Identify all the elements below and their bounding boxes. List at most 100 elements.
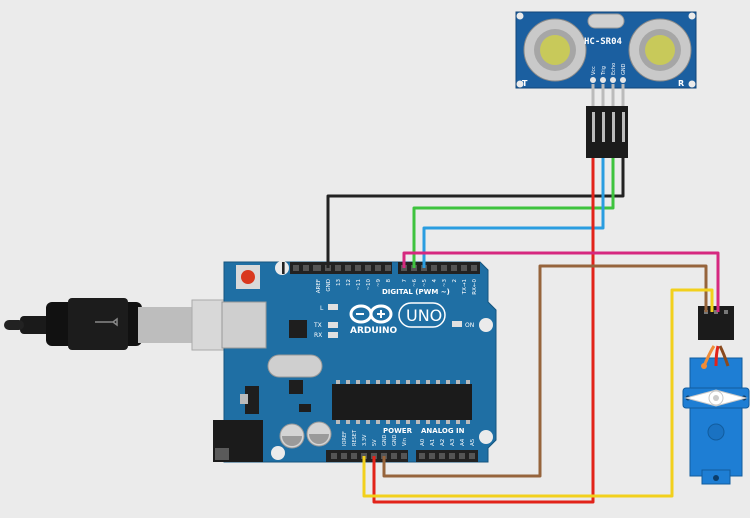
digital-pin[interactable] bbox=[345, 265, 351, 271]
voltage-regulator bbox=[245, 386, 259, 414]
analog-pin[interactable] bbox=[459, 453, 465, 459]
sensor-model-label: HC-SR04 bbox=[584, 37, 623, 47]
reset-button[interactable] bbox=[236, 265, 260, 289]
sensor-crystal bbox=[587, 13, 625, 29]
power-pin-label: RESET bbox=[352, 429, 358, 446]
digital-pin[interactable] bbox=[471, 265, 477, 271]
usb-port bbox=[221, 301, 267, 349]
sensor-pin-label: Vcc bbox=[591, 66, 597, 75]
digital-pin[interactable] bbox=[461, 265, 467, 271]
power-pin-label: GND bbox=[392, 434, 398, 446]
hc-sr04-sensor[interactable]: HC-SR04 T R Vcc Trig Echo GND bbox=[515, 11, 697, 108]
digital-pin[interactable] bbox=[385, 265, 391, 271]
sensor-pin[interactable] bbox=[590, 77, 596, 83]
wire-servo-signal-magenta bbox=[402, 251, 720, 312]
mounting-hole bbox=[271, 446, 285, 460]
l-label: L bbox=[320, 305, 324, 312]
analog-pin[interactable] bbox=[439, 453, 445, 459]
analog-pin-label: A3 bbox=[450, 438, 456, 446]
digital-pin[interactable] bbox=[315, 265, 321, 271]
analog-header bbox=[416, 450, 478, 462]
digital-pin[interactable] bbox=[335, 265, 341, 271]
digital-header-label: DIGITAL (PWM ~) bbox=[382, 288, 450, 296]
small-chip bbox=[289, 380, 303, 394]
sensor-pin[interactable] bbox=[600, 77, 606, 83]
power-pin[interactable] bbox=[331, 453, 337, 459]
digital-pin-label: 8 bbox=[386, 279, 392, 283]
power-pin[interactable] bbox=[401, 453, 407, 459]
analog-pin[interactable] bbox=[469, 453, 475, 459]
led-l bbox=[328, 304, 338, 310]
capacitor bbox=[306, 421, 332, 447]
arduino-uno-board[interactable]: L TX RX ON ARDUINO UNO DIGITAL (PWM ~) P… bbox=[213, 261, 497, 463]
digital-pin-label: 7 bbox=[402, 279, 408, 283]
digital-pin-label: ~6 bbox=[412, 279, 418, 288]
power-pin[interactable] bbox=[351, 453, 357, 459]
analog-pin-label: A2 bbox=[440, 439, 446, 446]
servo-motor[interactable] bbox=[682, 345, 750, 485]
usb-chip bbox=[289, 320, 307, 338]
digital-pin-label: AREF bbox=[316, 279, 322, 293]
crystal-oscillator bbox=[267, 354, 323, 378]
power-pin-label: 3.3V bbox=[362, 434, 368, 446]
power-pin[interactable] bbox=[341, 453, 347, 459]
analog-pin-label: A5 bbox=[470, 438, 476, 446]
mounting-hole bbox=[479, 318, 493, 332]
power-header bbox=[326, 450, 408, 462]
sensor-pins: Vcc Trig Echo GND bbox=[590, 63, 627, 108]
digital-pin[interactable] bbox=[365, 265, 371, 271]
digital-pin[interactable] bbox=[451, 265, 457, 271]
sensor-pin-label: Trig bbox=[601, 66, 607, 76]
analog-pin-label: A0 bbox=[420, 438, 426, 446]
receiver-transducer bbox=[628, 18, 692, 82]
power-pin-label: Vin bbox=[402, 438, 408, 446]
digital-pin-label: ~3 bbox=[442, 279, 448, 288]
atmega-chip bbox=[332, 380, 472, 424]
uno-label: UNO bbox=[406, 306, 442, 325]
sensor-r-mark: R bbox=[678, 79, 684, 88]
led-rx bbox=[328, 332, 338, 338]
power-header-label: POWER bbox=[383, 427, 413, 435]
sensor-pin-label: Echo bbox=[611, 63, 617, 75]
sensor-pin[interactable] bbox=[610, 77, 616, 83]
power-pin[interactable] bbox=[391, 453, 397, 459]
digital-pin[interactable] bbox=[375, 265, 381, 271]
digital-pin-label: TX→1 bbox=[462, 279, 468, 295]
header-pin[interactable] bbox=[303, 265, 309, 271]
wire-servo-power-yellow bbox=[362, 288, 714, 498]
servo-horn[interactable] bbox=[684, 389, 748, 407]
sensor-pin[interactable] bbox=[620, 77, 626, 83]
tx-label: TX bbox=[313, 322, 322, 329]
servo-connector bbox=[698, 306, 734, 340]
power-pin-label: GND bbox=[382, 434, 388, 446]
led-on bbox=[452, 321, 462, 327]
on-label: ON bbox=[465, 322, 474, 329]
digital-pin-label: 13 bbox=[336, 279, 342, 286]
wire-gnd-black bbox=[326, 158, 625, 268]
sensor-pin-label: GND bbox=[621, 63, 627, 75]
wire-trig-blue bbox=[422, 158, 605, 268]
digital-pin[interactable] bbox=[355, 265, 361, 271]
analog-pin[interactable] bbox=[419, 453, 425, 459]
digital-pin[interactable] bbox=[441, 265, 447, 271]
header-pin[interactable] bbox=[293, 265, 299, 271]
analog-header-label: ANALOG IN bbox=[421, 427, 465, 435]
digital-pin-label: 12 bbox=[346, 279, 352, 286]
power-pin-label: IOREF bbox=[342, 431, 348, 446]
power-pin-label: 5V bbox=[372, 439, 378, 446]
led-tx bbox=[328, 322, 338, 328]
digital-pin-label: ~11 bbox=[356, 279, 362, 291]
digital-pin-label: GND bbox=[326, 279, 332, 292]
sensor-t-mark: T bbox=[522, 79, 528, 88]
analog-pin[interactable] bbox=[449, 453, 455, 459]
mounting-hole bbox=[479, 430, 493, 444]
digital-pin[interactable] bbox=[431, 265, 437, 271]
rx-label: RX bbox=[314, 332, 322, 339]
wire-vcc-red bbox=[372, 158, 595, 504]
analog-pin[interactable] bbox=[429, 453, 435, 459]
digital-pin-label: 2 bbox=[452, 279, 458, 283]
digital-pin-label: 4 bbox=[432, 279, 438, 283]
